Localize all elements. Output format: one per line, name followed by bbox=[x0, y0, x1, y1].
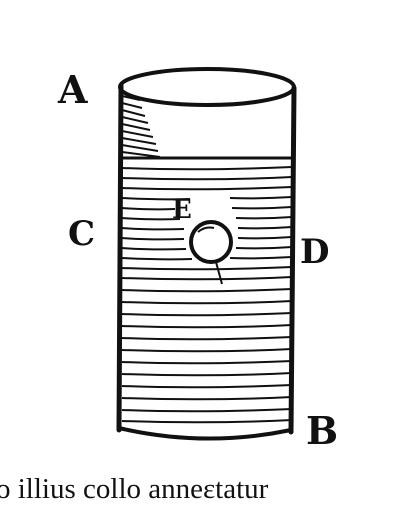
label-c: C bbox=[68, 214, 95, 254]
cylinder-top-ellipse bbox=[118, 67, 296, 107]
label-d: D bbox=[300, 232, 329, 272]
cylinder-bottom-curve bbox=[117, 426, 293, 441]
water-lines bbox=[121, 166, 293, 424]
label-a: A bbox=[57, 67, 88, 112]
cylinder-right-wall bbox=[288, 85, 297, 435]
cylinder bbox=[116, 67, 297, 441]
caption-text: o illius collo anneɛtatur bbox=[0, 473, 269, 505]
label-e: E bbox=[172, 195, 192, 225]
floating-sphere bbox=[189, 220, 233, 285]
cylinder-left-wall bbox=[116, 83, 124, 433]
label-b: B bbox=[306, 408, 338, 453]
top-shading bbox=[121, 95, 161, 158]
